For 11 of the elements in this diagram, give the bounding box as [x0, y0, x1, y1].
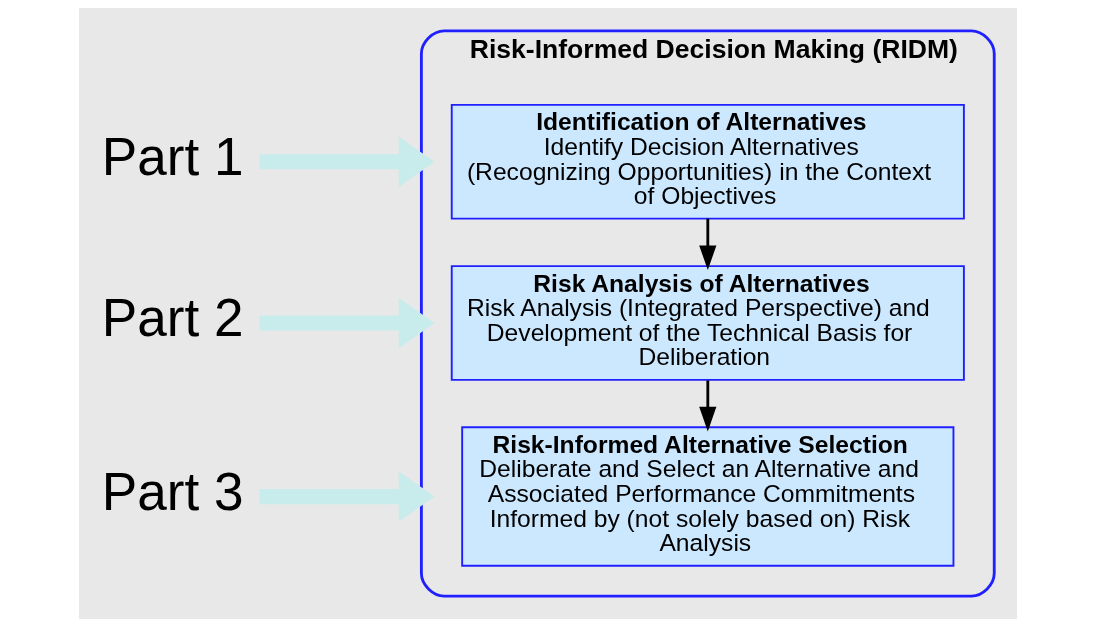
node-box: Risk Analysis of Alternatives Risk Analysis (Integrated Perspective) and Development of the Technical Basis for Deliberation [450, 265, 965, 381]
node-box: Identification of Alternatives Identify Decision Alternatives (Recognizing Opportunities) in the Context of Objectives [450, 103, 965, 220]
node-text: Part 1 [101, 126, 243, 186]
node-text: Part 2 [101, 288, 243, 348]
arrow [259, 297, 435, 349]
arrow [698, 218, 716, 271]
arrow [698, 380, 716, 432]
node-text: Part 3 [101, 461, 243, 521]
arrow [259, 136, 435, 187]
node-box: Risk-Informed Alternative Selection Deliberate and Select an Alternative and Associated Performance Commitments Informed by (not solely based on) Risk Analysis [460, 426, 954, 567]
arrow [259, 471, 435, 522]
